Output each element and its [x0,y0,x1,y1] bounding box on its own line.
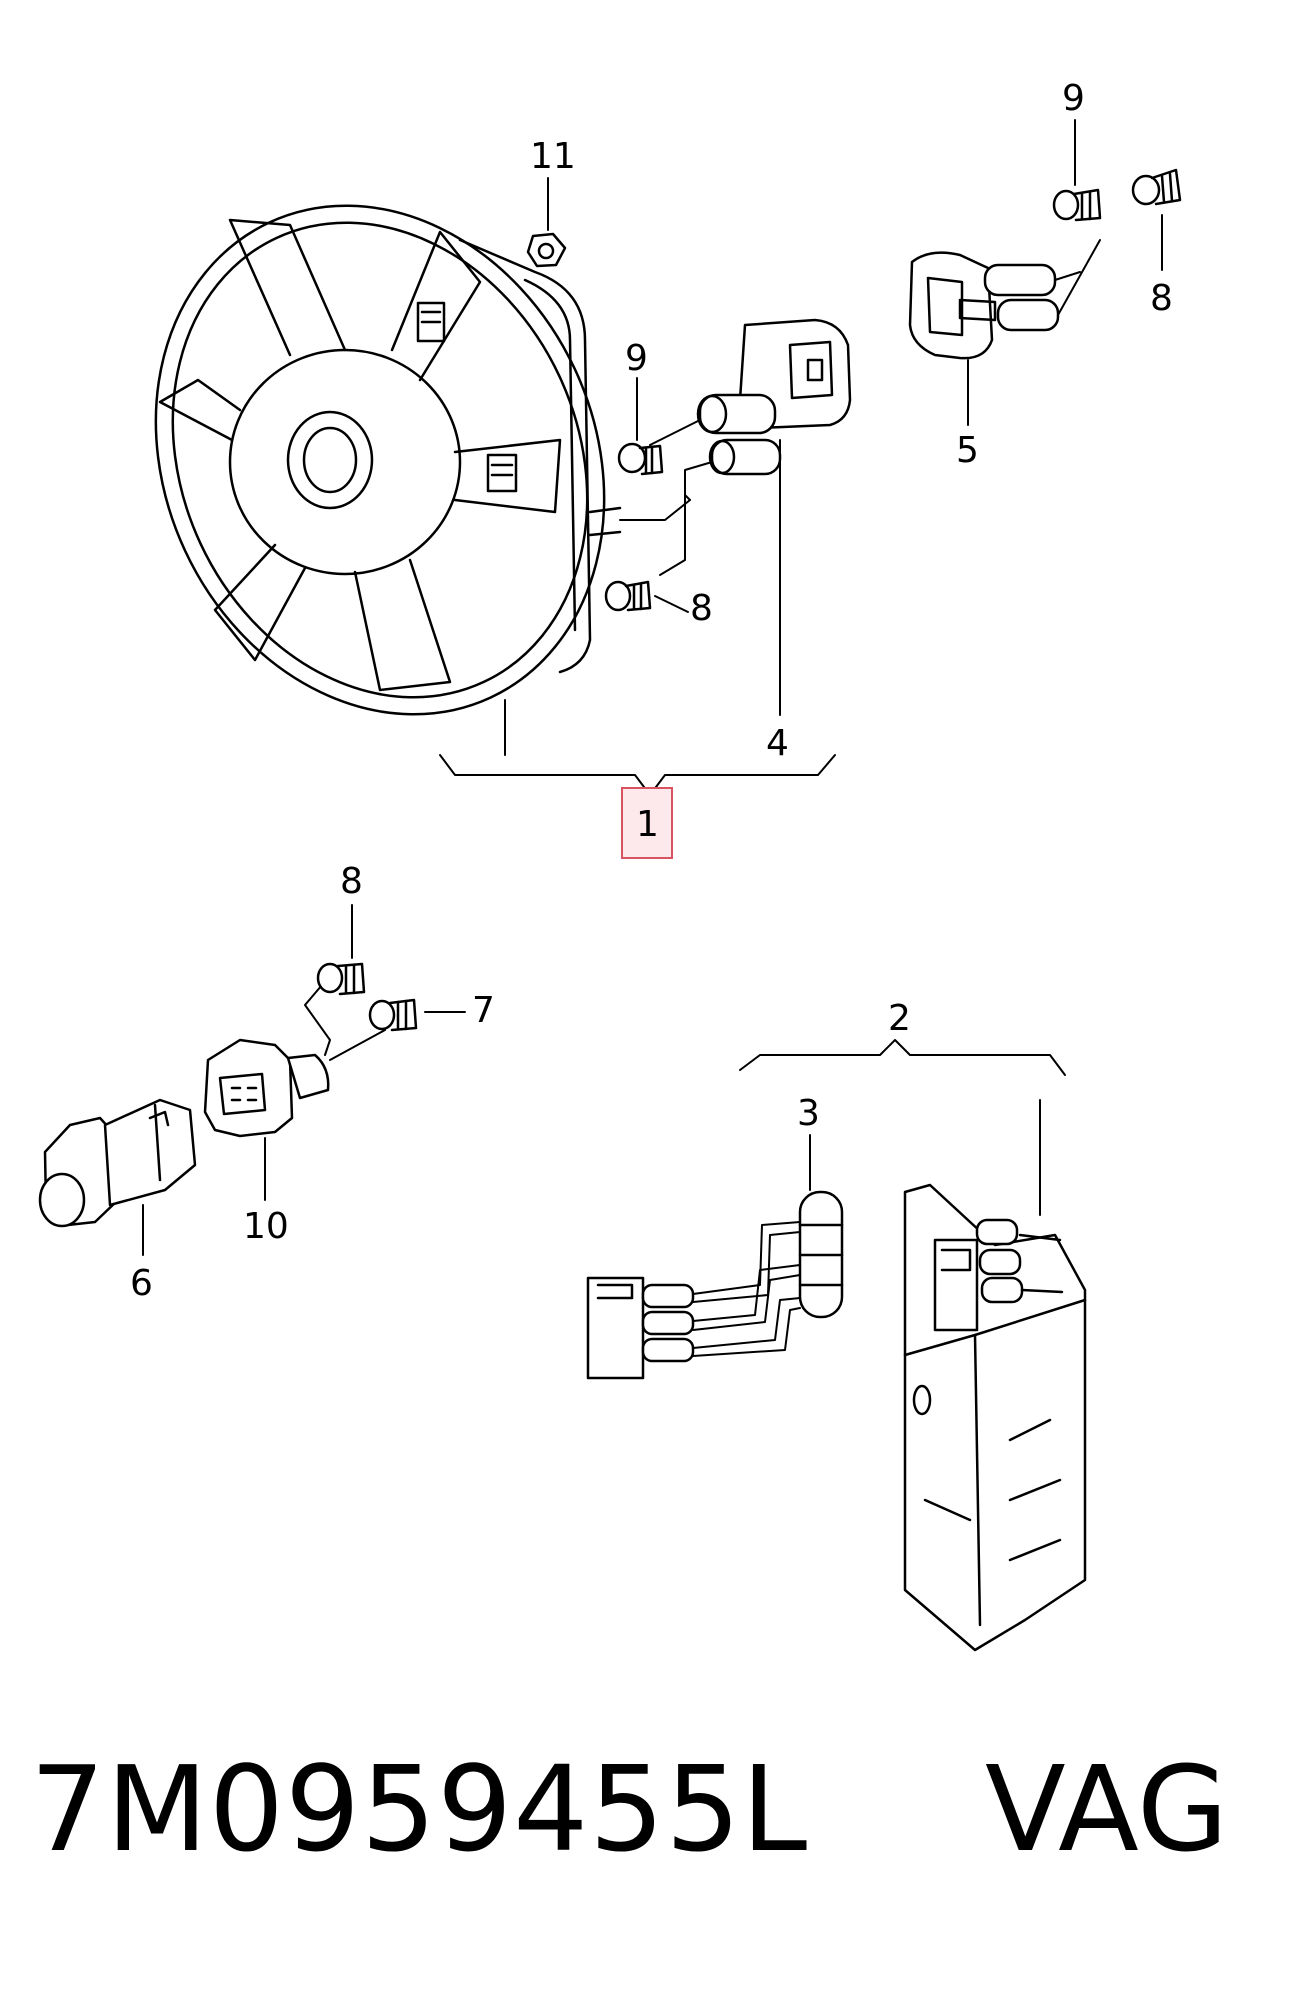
callout-8-left: 8 [340,861,363,902]
callout-4: 4 [766,723,789,764]
radiator-fan-assembly [154,204,691,716]
callout-8-fan: 8 [690,588,713,629]
wiring-harness-3 [586,1190,844,1380]
thermo-switch-6 [38,1098,197,1228]
nut-11 [526,232,567,268]
contact-8-left [316,962,366,996]
mount-bolt-lower [486,453,518,493]
callout-10: 10 [243,1206,289,1247]
contact-9-fan [617,442,664,476]
connector-5 [908,239,1101,360]
callout-11: 11 [530,136,576,177]
highlight-box-item-1 [621,787,673,859]
part-number-caption: 7M0959455L [30,1740,809,1878]
mount-bolt-upper [416,301,446,343]
brand-caption: VAG [985,1740,1229,1878]
callout-9-fan: 9 [625,338,648,379]
fan-connector-4 [649,318,852,576]
callout-2: 2 [888,998,911,1039]
contact-9-upper [1052,188,1102,222]
callout-8-upper: 8 [1150,278,1173,319]
callout-5: 5 [956,430,979,471]
callout-6: 6 [130,1263,153,1304]
connector-10 [203,984,386,1138]
contact-7 [368,998,418,1032]
callout-7: 7 [472,990,495,1031]
contact-8-upper [1131,168,1182,206]
fan-control-unit-2 [903,1183,1087,1652]
callout-3: 3 [797,1093,820,1134]
callout-9-upper: 9 [1062,78,1085,119]
contact-8-fan [604,580,652,612]
callout-1: 1 [636,804,659,845]
